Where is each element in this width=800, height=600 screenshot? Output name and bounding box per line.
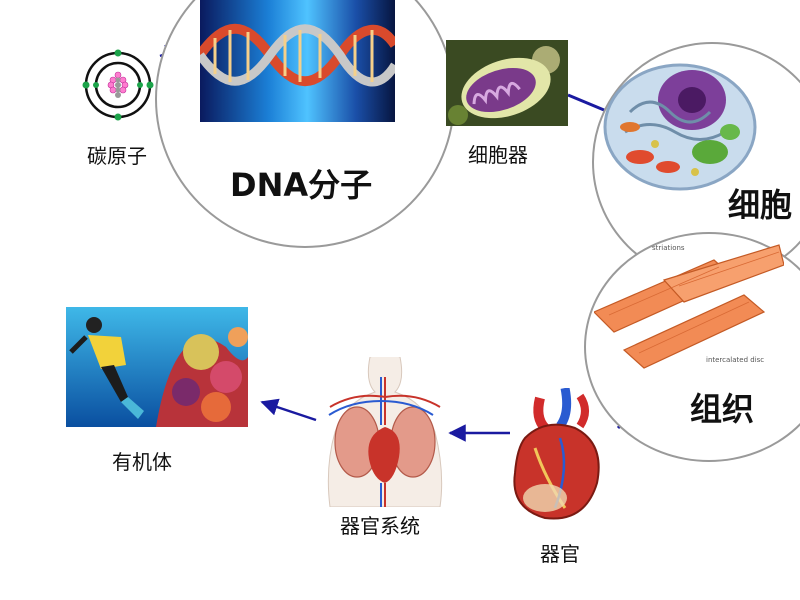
organism-image xyxy=(66,307,248,427)
cell-image xyxy=(603,63,757,191)
organism-label: 有机体 xyxy=(112,450,172,474)
heart-image xyxy=(513,388,600,520)
tissue-image: striations intercalated disc xyxy=(594,244,784,369)
line-organelle-to-cell xyxy=(567,93,605,112)
organ-system-label: 器官系统 xyxy=(340,514,420,538)
carbon-atom-label: 碳原子 xyxy=(87,144,147,168)
organ-label: 器官 xyxy=(540,542,580,566)
carbon-atom-icon xyxy=(82,49,154,121)
mitochondrion-image xyxy=(446,40,568,126)
organelle-label: 细胞器 xyxy=(468,143,528,167)
intercalated-disc-annotation: intercalated disc xyxy=(706,356,764,364)
cell-label: 细胞 xyxy=(728,186,793,224)
organ-system-image xyxy=(327,357,443,507)
striations-annotation: striations xyxy=(652,244,685,252)
tissue-label: 组织 xyxy=(690,390,755,428)
arrow-system-to-organism xyxy=(260,398,317,422)
dna-helix-image xyxy=(200,0,395,122)
dna-molecule-label: DNA分子 xyxy=(230,166,373,204)
